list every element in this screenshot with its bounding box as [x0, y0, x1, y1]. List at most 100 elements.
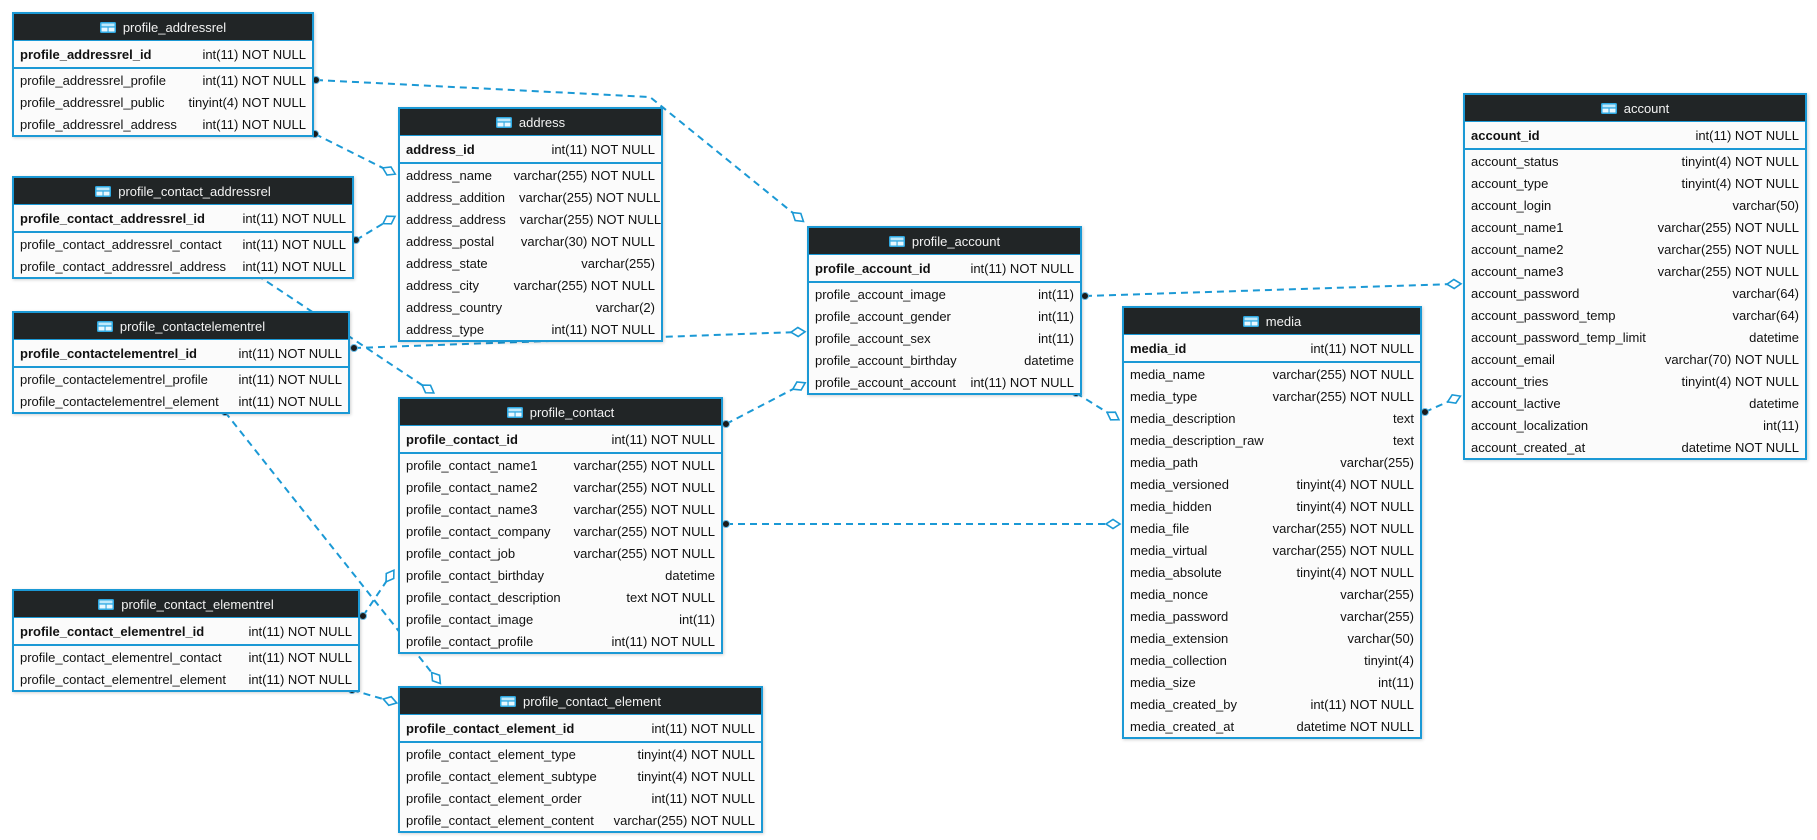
relation-profile_account-to-account[interactable]: [1081, 278, 1463, 300]
relation-line[interactable]: [314, 133, 390, 172]
table-header-profile_contact[interactable]: profile_contact: [400, 399, 721, 426]
table-header-profile_contact_addressrel[interactable]: profile_contact_addressrel: [14, 178, 352, 205]
table-header-profile_contact_element[interactable]: profile_contact_element: [400, 688, 761, 715]
relation-line[interactable]: [725, 385, 800, 425]
relation-profile_contact-to-media[interactable]: [722, 518, 1122, 530]
table-header-account[interactable]: account: [1465, 95, 1805, 122]
relation-profile_contact_addressrel-to-address[interactable]: [352, 213, 398, 244]
table-header-profile_account[interactable]: profile_account: [809, 228, 1080, 255]
relation-profile_contact-to-profile_account[interactable]: [722, 379, 808, 428]
table-header-profile_addressrel[interactable]: profile_addressrel: [14, 14, 312, 41]
relation-profile_addressrel-to-address[interactable]: [311, 130, 398, 179]
table-profile_contact_addressrel[interactable]: profile_contact_addressrel profile_contac…: [12, 176, 354, 279]
relation-media-to-account[interactable]: [1421, 392, 1463, 416]
table-header-profile_contactelementrel[interactable]: profile_contactelementrel: [14, 313, 348, 340]
table-profile_contactelementrel[interactable]: profile_contactelementrel profile_contact…: [12, 311, 350, 414]
relation-line[interactable]: [315, 79, 799, 218]
relation-profile_addressrel-to-profile_account[interactable]: [312, 76, 807, 225]
table-header-profile_contact_elementrel[interactable]: profile_contact_elementrel: [14, 591, 358, 618]
relation-profile_contact_elementrel-to-profile_contact[interactable]: [359, 568, 398, 620]
table-header-media[interactable]: media: [1124, 308, 1420, 335]
relation-line[interactable]: [1084, 283, 1455, 297]
